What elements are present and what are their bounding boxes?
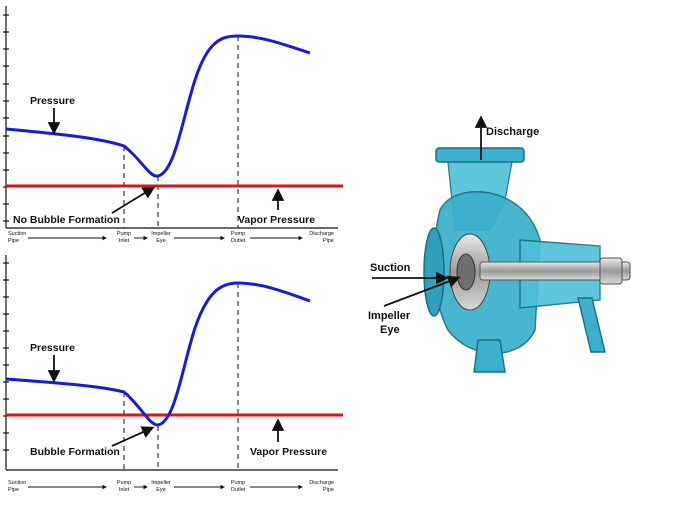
discharge-flange	[435, 147, 525, 163]
centrifugal-pump-illustration: Discharge Suction Impeller Eye	[368, 115, 631, 373]
bottom-station-labels: Suction Pipe Pump Inlet Impeller Eye Pum…	[8, 480, 334, 493]
svg-text:Pump: Pump	[117, 480, 131, 486]
svg-text:Outlet: Outlet	[231, 487, 246, 493]
top-station-labels: Suction Pipe Pump Inlet Impeller Eye Pum…	[8, 231, 334, 244]
bottom-annotation-arrow	[111, 426, 155, 447]
svg-text:Pump: Pump	[231, 231, 245, 237]
svg-text:Inlet: Inlet	[119, 487, 130, 493]
svg-text:Pipe: Pipe	[323, 487, 334, 493]
bearing-support-leg	[577, 297, 606, 353]
svg-text:Suction: Suction	[8, 231, 26, 237]
suction-label: Suction	[370, 262, 411, 274]
suction-flange	[423, 227, 445, 317]
svg-text:Outlet: Outlet	[231, 238, 246, 244]
svg-text:Inlet: Inlet	[119, 238, 130, 244]
svg-text:Discharge: Discharge	[309, 231, 334, 237]
svg-text:Discharge: Discharge	[309, 480, 334, 486]
impeller-eye-arrow	[383, 275, 461, 307]
bottom-station-dividers	[123, 283, 239, 470]
bottom-pressure-diagram: Pressure Bubble Formation Vapor Pressure…	[3, 255, 343, 493]
svg-text:Eye: Eye	[156, 487, 165, 493]
top-annotation-arrow	[111, 186, 156, 214]
shaft	[479, 261, 631, 281]
impeller-label-line2: Eye	[380, 324, 400, 336]
bottom-pressure-label: Pressure	[30, 342, 75, 354]
shaft-coupling	[599, 257, 623, 285]
top-annotation-label: No Bubble Formation	[13, 214, 120, 226]
bottom-axis-ticks	[3, 262, 9, 451]
top-pressure-label: Pressure	[30, 95, 75, 107]
svg-text:Pump: Pump	[117, 231, 131, 237]
casing-foot	[473, 339, 506, 373]
svg-text:Impeller: Impeller	[151, 231, 171, 237]
bottom-vapor-label: Vapor Pressure	[250, 446, 327, 458]
svg-text:Suction: Suction	[8, 480, 26, 486]
svg-text:Pipe: Pipe	[8, 238, 19, 244]
bottom-annotation-label: Bubble Formation	[30, 446, 120, 458]
svg-text:Pipe: Pipe	[8, 487, 19, 493]
top-pressure-curve	[5, 34, 311, 178]
top-pressure-diagram: Pressure No Bubble Formation Vapor Press…	[3, 6, 343, 244]
impeller-eye	[456, 253, 476, 291]
top-axis-ticks	[3, 14, 9, 222]
discharge-label: Discharge	[486, 126, 539, 138]
svg-text:Eye: Eye	[156, 238, 165, 244]
svg-text:Impeller: Impeller	[151, 480, 171, 486]
svg-text:Pump: Pump	[231, 480, 245, 486]
bottom-pressure-curve	[5, 281, 311, 427]
top-vapor-label: Vapor Pressure	[238, 214, 315, 226]
svg-text:Pipe: Pipe	[323, 238, 334, 244]
impeller-label-line1: Impeller	[368, 310, 411, 322]
